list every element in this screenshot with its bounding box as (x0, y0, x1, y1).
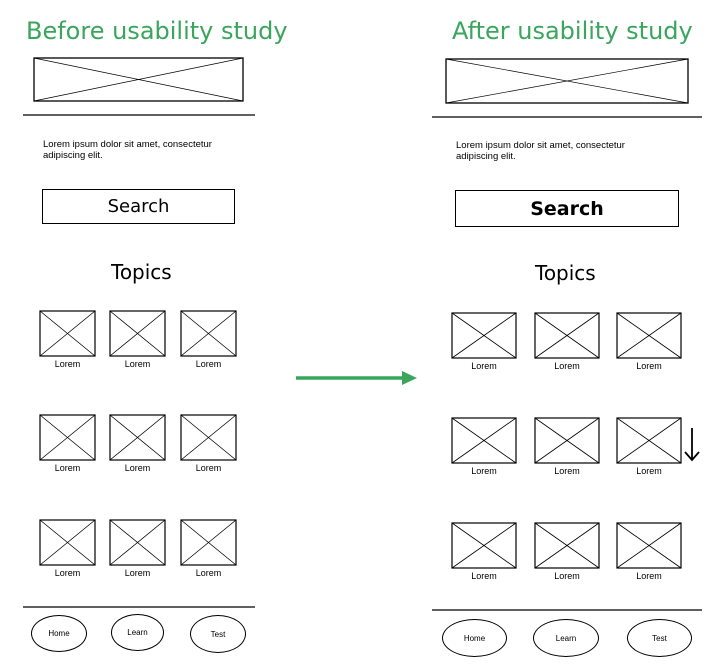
after-logo-placeholder (445, 58, 689, 104)
after-topic-label-6: Lorem (636, 466, 662, 476)
before-topics-heading: Topics (111, 260, 172, 284)
before-topic-image-1[interactable] (39, 310, 96, 357)
before-topic-label-3: Lorem (195, 359, 222, 369)
after-topic-image-4[interactable] (451, 417, 517, 464)
after-topic-image-1[interactable] (451, 312, 517, 359)
after-topic-label-4: Lorem (471, 466, 497, 476)
after-topic-label-1: Lorem (471, 361, 497, 371)
before-topic-image-6[interactable] (180, 414, 237, 461)
before-nav-test[interactable]: Test (190, 615, 246, 653)
after-topic-image-5[interactable] (534, 417, 600, 464)
after-topic-image-9[interactable] (616, 522, 682, 569)
after-nav-home[interactable]: Home (442, 619, 507, 657)
after-topic-image-3[interactable] (616, 312, 682, 359)
after-topic-image-6[interactable] (616, 417, 682, 464)
before-topic-image-7[interactable] (39, 519, 96, 566)
after-search-label: Search (530, 197, 604, 220)
before-description: Lorem ipsum dolor sit amet, consectetur … (43, 139, 212, 161)
before-search-label: Search (107, 196, 170, 217)
after-topic-label-2: Lorem (554, 361, 580, 371)
after-topic-label-3: Lorem (636, 361, 662, 371)
before-topic-image-4[interactable] (39, 414, 96, 461)
after-topic-image-8[interactable] (534, 522, 600, 569)
after-topic-label-7: Lorem (471, 571, 497, 581)
before-topic-image-5[interactable] (109, 414, 166, 461)
down-arrow-icon (684, 428, 700, 462)
before-topic-label-1: Lorem (54, 359, 81, 369)
after-nav-test[interactable]: Test (627, 619, 692, 657)
before-topic-label-7: Lorem (54, 568, 81, 578)
before-topic-image-9[interactable] (180, 519, 237, 566)
before-topic-label-2: Lorem (124, 359, 151, 369)
after-nav-learn-label: Learn (555, 633, 577, 643)
after-topic-label-9: Lorem (636, 571, 662, 581)
after-topics-heading: Topics (535, 261, 596, 285)
before-topic-label-9: Lorem (195, 568, 222, 578)
before-nav-home[interactable]: Home (31, 615, 87, 652)
before-heading: Before usability study (26, 17, 288, 45)
after-nav-home-label: Home (463, 633, 486, 643)
before-topic-image-8[interactable] (109, 519, 166, 566)
before-topic-label-8: Lorem (124, 568, 151, 578)
after-topic-label-8: Lorem (554, 571, 580, 581)
before-topic-label-5: Lorem (124, 463, 151, 473)
before-nav-learn[interactable]: Learn (111, 614, 164, 651)
before-nav-home-label: Home (48, 629, 70, 638)
after-nav-test-label: Test (652, 633, 667, 643)
after-heading: After usability study (452, 17, 693, 45)
after-topic-image-2[interactable] (534, 312, 600, 359)
after-topic-image-7[interactable] (451, 522, 517, 569)
before-topic-image-2[interactable] (109, 310, 166, 357)
before-topic-label-4: Lorem (54, 463, 81, 473)
right-arrow-icon (296, 371, 417, 385)
before-nav-test-label: Test (210, 629, 226, 639)
after-topic-label-5: Lorem (554, 466, 580, 476)
before-topic-label-6: Lorem (195, 463, 222, 473)
before-nav-learn-label: Learn (127, 628, 148, 637)
before-topic-image-3[interactable] (180, 310, 237, 357)
after-search-box[interactable]: Search (455, 190, 679, 227)
before-search-box[interactable]: Search (42, 189, 235, 224)
after-nav-learn[interactable]: Learn (533, 619, 599, 657)
before-logo-placeholder (33, 57, 244, 102)
after-description: Lorem ipsum dolor sit amet, consectetur … (456, 140, 625, 162)
